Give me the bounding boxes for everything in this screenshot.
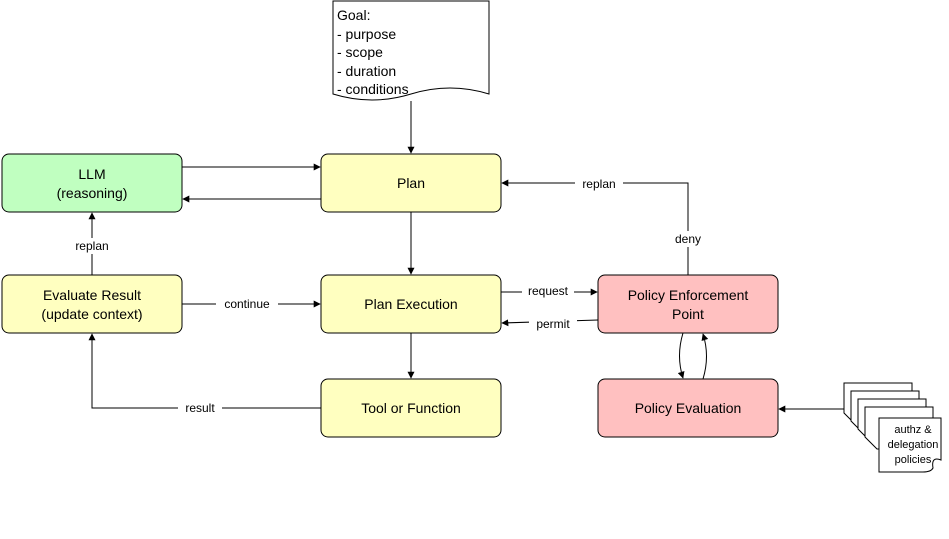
deny-label-bg [668,231,708,247]
evaluate-result-node: Evaluate Result (update context) [1,274,183,334]
goal-duration: - duration [337,63,396,79]
replan-left-label: replan [75,239,108,253]
permit-label-bg [529,316,577,332]
pep-node: Policy Enforcement Point [597,274,779,334]
edges [88,101,844,413]
policy-evaluation-node: Policy Evaluation [597,378,779,438]
plan-execution-label: Plan Execution [364,296,457,312]
policy-document-5 [878,417,942,473]
goal-conditions: - conditions [337,81,409,97]
replan-top-label-bg [575,176,623,192]
evaluate-result-sublabel: (update context) [41,306,142,322]
policies-label-line2: delegation [888,439,939,451]
plan-label: Plan [397,175,425,191]
pep-label: Policy Enforcement [628,287,749,303]
edge-tool-to-evaluate [88,333,321,409]
request-label-bg [522,283,574,299]
permit-label: permit [536,317,570,331]
continue-label: continue [224,297,270,311]
continue-label-bg [216,296,278,312]
replan-top-label: replan [582,177,615,191]
llm-sublabel: (reasoning) [57,185,128,201]
request-label: request [528,284,569,298]
policies-label-line1: authz & [894,424,932,436]
plan-node: Plan [320,153,502,213]
deny-label: deny [675,232,701,246]
goal-node: Goal: - purpose - scope - duration - con… [332,0,490,101]
result-label: result [185,401,215,415]
result-label-bg [178,400,222,416]
edge-evaluation-to-pep [701,333,709,380]
goal-title: Goal: [337,7,370,23]
tool-label: Tool or Function [361,400,461,416]
policy-evaluation-label: Policy Evaluation [635,400,742,416]
goal-purpose: - purpose [337,26,396,42]
plan-execution-node: Plan Execution [320,274,502,334]
edge-pep-to-evaluation [677,332,685,379]
llm-box [1,153,183,213]
edge-pep-to-plan [501,179,689,275]
replan-left-label-bg [68,238,116,254]
policies-stack: authz & delegation policies [843,382,942,473]
pep-sublabel: Point [672,306,704,322]
goal-document-shape [332,0,490,101]
goal-scope: - scope [337,44,383,60]
llm-label: LLM [78,166,105,182]
evaluate-result-label: Evaluate Result [43,287,141,303]
llm-node: LLM (reasoning) [1,153,183,213]
policy-evaluation-box [597,378,779,438]
tool-node: Tool or Function [320,378,502,438]
pep-box [597,274,779,334]
evaluate-result-box [1,274,183,334]
edge-labels: replan deny replan continue request perm… [68,176,708,416]
policies-label-line3: policies [895,454,932,466]
